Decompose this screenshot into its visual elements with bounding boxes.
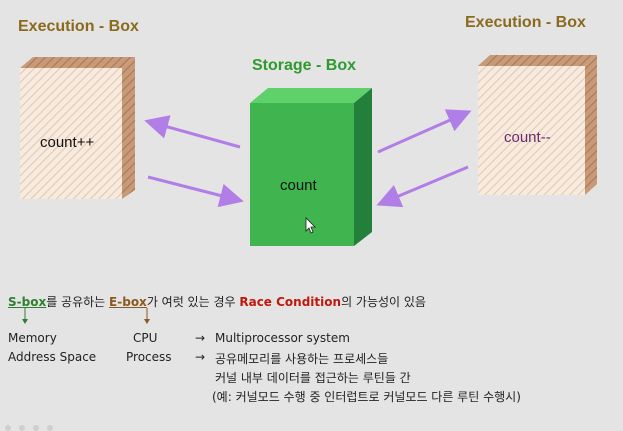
statement-part1: 를 공유하는 — [46, 295, 110, 309]
arrow-storage-to-right — [377, 109, 472, 154]
s-box-term: S-box — [8, 295, 47, 309]
left-box-title: Execution - Box — [18, 18, 139, 35]
multiprocessor-text: Multiprocessor system — [215, 331, 350, 345]
left-execution-box — [20, 57, 135, 199]
storage-box — [250, 88, 372, 246]
statement-part3: 의 가능성이 있음 — [341, 295, 426, 309]
arrow-right-to-storage — [376, 165, 469, 208]
storage-box-top — [250, 88, 372, 103]
left-box-top — [20, 57, 135, 68]
example-text: (예: 커널모드 수행 중 인터럽트로 커널모드 다른 루틴 수행시) — [212, 390, 521, 404]
race-condition-term: Race Condition — [239, 295, 342, 309]
e-box-connector-head — [144, 319, 150, 324]
storage-box-front — [250, 103, 354, 246]
arrow-left-to-storage — [147, 175, 244, 208]
storage-box-label: count — [280, 177, 317, 194]
memory-label: Memory — [8, 331, 57, 345]
cpu-label: CPU — [133, 331, 158, 345]
right-box-label: count-- — [504, 129, 551, 146]
statement-part2: 가 여럿 있는 경우 — [146, 295, 240, 309]
kernel-routines-text: 커널 내부 데이터를 접근하는 루틴들 간 — [215, 371, 411, 385]
arrow-2: → — [195, 350, 206, 364]
race-condition-statement: S-box를 공유하는 E-box가 여럿 있는 경우 Race Conditi… — [8, 293, 426, 310]
right-box-top — [478, 55, 597, 66]
left-box-label: count++ — [40, 134, 95, 151]
storage-box-title: Storage - Box — [252, 57, 357, 74]
mouse-cursor-icon — [305, 217, 316, 234]
address-space-label: Address Space — [8, 350, 97, 364]
s-box-connector-head — [22, 319, 28, 324]
shared-memory-text: 공유메모리를 사용하는 프로세스들 — [215, 352, 389, 366]
e-box-term: E-box — [109, 295, 147, 309]
process-label: Process — [126, 350, 172, 364]
right-box-side — [585, 55, 597, 195]
slide-footer-dots — [5, 425, 53, 431]
storage-box-side — [354, 88, 372, 246]
arrow-1: → — [195, 331, 206, 345]
arrow-storage-to-left — [144, 115, 241, 149]
right-box-title: Execution - Box — [465, 14, 586, 31]
left-box-side — [122, 57, 135, 199]
left-box-front — [20, 68, 122, 199]
right-execution-box — [478, 55, 597, 195]
right-box-front — [478, 66, 585, 195]
